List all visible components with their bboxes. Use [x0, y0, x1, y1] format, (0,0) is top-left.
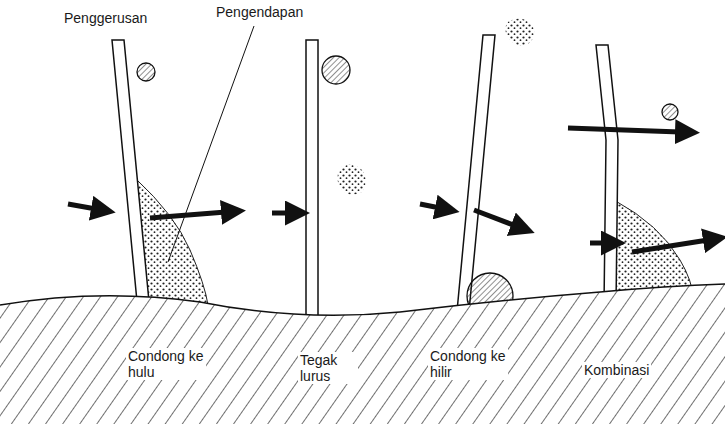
ground-line — [0, 284, 725, 315]
pier-vertical — [306, 40, 318, 330]
debris — [662, 104, 678, 120]
debris-cluster — [337, 164, 366, 194]
pier-type-label: Tegak lurus — [298, 352, 358, 384]
debris — [137, 63, 155, 81]
scour-label: Penggerusan — [62, 10, 149, 26]
debris — [322, 56, 350, 84]
deposit-label: Pengendapan — [214, 4, 305, 20]
ground-hatching — [0, 284, 725, 424]
debris-cluster — [505, 18, 534, 45]
pier-combined — [596, 45, 618, 305]
pier-type-label: Condong ke hulu — [126, 348, 206, 380]
pier-type-label: Kombinasi — [582, 362, 651, 378]
leader-line — [168, 26, 254, 262]
ground-fill — [0, 284, 725, 424]
flow-arrows — [68, 128, 708, 252]
pier-type-label: Condong ke hilir — [428, 348, 508, 380]
